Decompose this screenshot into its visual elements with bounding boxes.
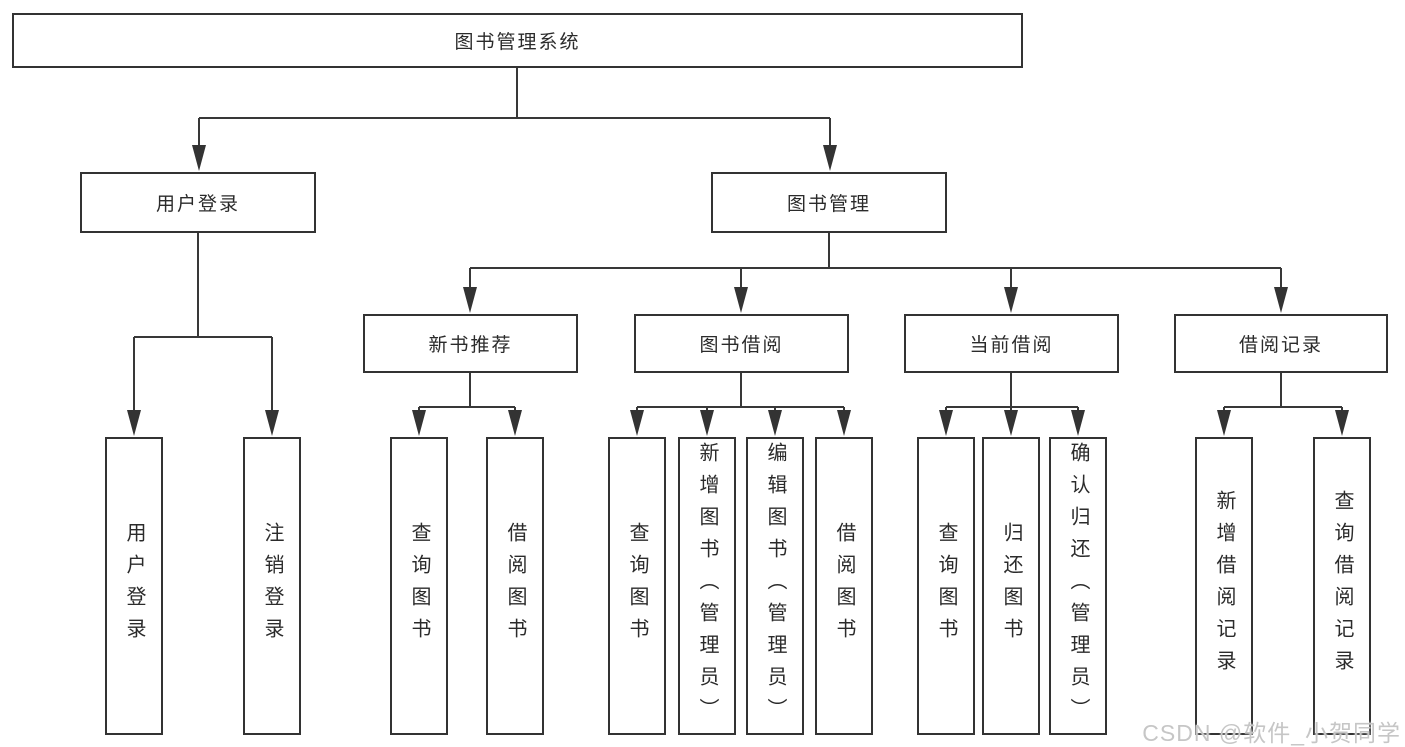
- arrowhead: [734, 287, 748, 313]
- leaf-logout: 注销登录: [243, 437, 301, 735]
- arrowhead: [412, 410, 426, 436]
- arrowhead: [700, 410, 714, 436]
- node-root-label: 图书管理系统: [454, 32, 581, 53]
- leaf-query-book-current-label: 查询图书: [935, 522, 957, 650]
- leaf-add-borrow-record-label: 新增借阅记录: [1213, 490, 1235, 682]
- leaf-query-book-current: 查询图书: [917, 437, 975, 735]
- leaf-query-book-recommend: 查询图书: [390, 437, 448, 735]
- leaf-query-borrow-record-label: 查询借阅记录: [1331, 490, 1353, 682]
- connector-book-management-branch: [469, 233, 1282, 291]
- leaf-return-book: 归还图书: [982, 437, 1040, 735]
- node-borrow-records: 借阅记录: [1174, 314, 1388, 373]
- leaf-add-borrow-record: 新增借阅记录: [1195, 437, 1253, 735]
- leaf-query-borrow-record: 查询借阅记录: [1313, 437, 1371, 735]
- node-current-borrow: 当前借阅: [904, 314, 1119, 373]
- arrowhead: [939, 410, 953, 436]
- arrowhead: [463, 287, 477, 313]
- node-user-login-branch: 用户登录: [80, 172, 316, 233]
- arrowhead: [265, 410, 279, 436]
- leaf-user-login: 用户登录: [105, 437, 163, 735]
- leaf-confirm-return-admin-label: 确认归还（管理员）: [1067, 442, 1089, 730]
- arrowhead: [1004, 287, 1018, 313]
- leaf-borrow-book-label: 借阅图书: [833, 522, 855, 650]
- node-root: 图书管理系统: [12, 13, 1023, 68]
- leaf-user-login-label: 用户登录: [123, 522, 145, 650]
- connector-book-borrow-group: [636, 373, 845, 414]
- leaf-query-book-borrow-label: 查询图书: [626, 522, 648, 650]
- connector-current-borrow-group: [945, 373, 1079, 414]
- leaf-borrow-book-recommend: 借阅图书: [486, 437, 544, 735]
- node-borrow-records-label: 借阅记录: [1238, 335, 1323, 356]
- arrowhead: [1217, 410, 1231, 436]
- leaf-edit-book-admin-label: 编辑图书（管理员）: [764, 442, 786, 730]
- leaf-return-book-label: 归还图书: [1000, 522, 1022, 650]
- node-book-management-label: 图书管理: [786, 194, 871, 215]
- leaf-edit-book-admin: 编辑图书（管理员）: [746, 437, 804, 735]
- leaf-borrow-book-recommend-label: 借阅图书: [504, 522, 526, 650]
- node-current-borrow-label: 当前借阅: [969, 335, 1054, 356]
- leaf-query-book-borrow: 查询图书: [608, 437, 666, 735]
- node-book-management: 图书管理: [711, 172, 947, 233]
- leaf-query-book-recommend-label: 查询图书: [408, 522, 430, 650]
- node-book-borrow-label: 图书借阅: [699, 335, 784, 356]
- arrowhead: [630, 410, 644, 436]
- node-book-borrow: 图书借阅: [634, 314, 849, 373]
- connector-borrow-records-group: [1223, 373, 1343, 414]
- arrowhead: [1004, 410, 1018, 436]
- leaf-add-book-admin: 新增图书（管理员）: [678, 437, 736, 735]
- arrowhead: [837, 410, 851, 436]
- arrowhead: [768, 410, 782, 436]
- leaf-borrow-book: 借阅图书: [815, 437, 873, 735]
- connector-user-login-branch: [133, 233, 273, 414]
- csdn-watermark: CSDN @软件_小贺同学: [1142, 720, 1401, 746]
- arrowhead: [127, 410, 141, 436]
- node-new-book-recommend: 新书推荐: [363, 314, 578, 373]
- node-new-book-recommend-label: 新书推荐: [428, 335, 513, 356]
- arrowhead: [823, 145, 837, 171]
- leaf-add-book-admin-label: 新增图书（管理员）: [696, 442, 718, 730]
- connector-new-book-group: [418, 373, 516, 414]
- connector-root-to-level2: [198, 68, 831, 150]
- arrowhead: [508, 410, 522, 436]
- node-user-login-branch-label: 用户登录: [155, 194, 240, 215]
- leaf-confirm-return-admin: 确认归还（管理员）: [1049, 437, 1107, 735]
- leaf-logout-label: 注销登录: [261, 522, 283, 650]
- arrowhead: [1274, 287, 1288, 313]
- arrowhead: [192, 145, 206, 171]
- arrowhead: [1071, 410, 1085, 436]
- arrowhead: [1335, 410, 1349, 436]
